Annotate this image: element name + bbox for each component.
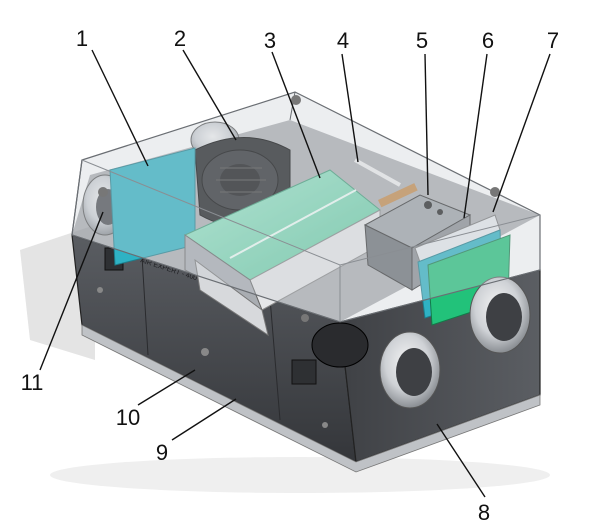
leader-1 xyxy=(91,49,149,167)
lower-fan-right xyxy=(311,322,369,368)
right-duct-back xyxy=(469,276,531,354)
label-10: 10 xyxy=(116,405,140,430)
label-6: 6 xyxy=(482,28,494,53)
leader-6 xyxy=(463,53,488,219)
leader-2 xyxy=(182,49,237,141)
label-1: 1 xyxy=(76,26,88,51)
label-4: 4 xyxy=(337,28,349,53)
label-9: 9 xyxy=(156,440,168,465)
leader-5 xyxy=(424,53,429,196)
leader-10 xyxy=(137,369,196,406)
leader-7 xyxy=(492,53,551,213)
label-11: 11 xyxy=(21,370,44,395)
label-8: 8 xyxy=(478,500,490,525)
label-3: 3 xyxy=(264,28,276,53)
label-2: 2 xyxy=(174,26,186,51)
heat-exchanger xyxy=(183,169,381,337)
leader-3 xyxy=(271,51,321,179)
label-7: 7 xyxy=(547,28,559,53)
callout-labels: 1 2 3 4 5 6 7 8 9 10 11 xyxy=(21,26,560,525)
right-duct-front xyxy=(379,331,441,409)
leader-8 xyxy=(436,423,486,498)
label-5: 5 xyxy=(416,28,428,53)
leader-11 xyxy=(39,211,104,371)
leader-lines xyxy=(39,49,551,498)
leader-9 xyxy=(171,398,237,441)
transparent-lid xyxy=(71,91,541,323)
leader-4 xyxy=(341,53,359,163)
